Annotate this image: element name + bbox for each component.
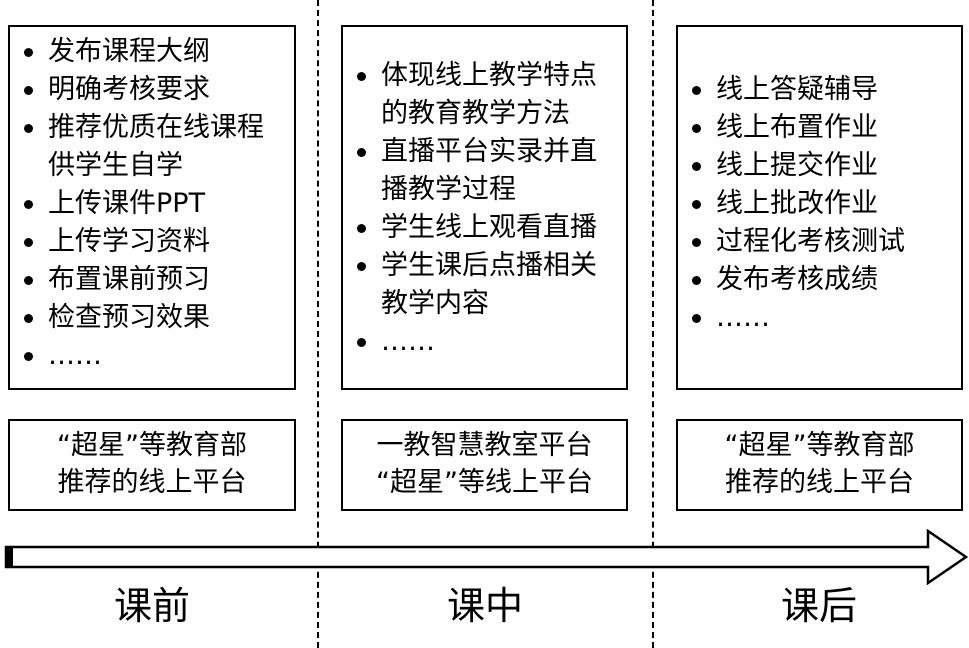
stage-label-after-class: 课后 xyxy=(780,584,857,628)
list-item: 线上答疑辅导 xyxy=(686,71,955,109)
list-item-continuation: 供学生自学 xyxy=(48,150,183,181)
list-item: 发布考核成绩 xyxy=(686,261,955,299)
bullet-icon xyxy=(357,262,366,271)
list-item: 线上布置作业 xyxy=(686,109,955,147)
list-item: 线上提交作业 xyxy=(686,147,955,185)
after-class-activity-list: 线上答疑辅导 线上布置作业 线上提交作业 线上批改作业 过程化考核测试 发布考核… xyxy=(686,71,955,337)
list-item: 体现线上教学特点 xyxy=(351,57,620,95)
before-class-activities-box: 发布课程大纲 明确考核要求 推荐优质在线课程 供学生自学 上传课件PPT 上传学… xyxy=(8,25,296,390)
stage-divider-1 xyxy=(317,0,319,648)
bullet-icon xyxy=(357,72,366,81)
before-class-activity-list: 发布课程大纲 明确考核要求 推荐优质在线课程 供学生自学 上传课件PPT 上传学… xyxy=(18,33,288,375)
list-item: 学生课后点播相关 xyxy=(351,247,620,285)
during-class-activities-box: 体现线上教学特点 的教育教学方法 直播平台实录并直 播教学过程 学生线上观看直播… xyxy=(341,25,628,390)
list-item: 学生线上观看直播 xyxy=(351,209,620,247)
bullet-icon xyxy=(357,148,366,157)
list-item: 直播平台实录并直 xyxy=(351,133,620,171)
bullet-icon xyxy=(692,238,701,247)
list-item: 线上批改作业 xyxy=(686,185,955,223)
after-class-platform-box: “超星”等教育部 推荐的线上平台 xyxy=(676,419,963,511)
platform-line: “超星”等教育部 xyxy=(724,430,915,461)
bullet-icon xyxy=(24,200,33,209)
during-class-platform-box: 一教智慧教室平台 “超星”等线上平台 xyxy=(341,419,628,511)
bullet-icon xyxy=(692,124,701,133)
bullet-icon xyxy=(24,86,33,95)
list-item: 发布课程大纲 xyxy=(18,33,288,71)
platform-line: 推荐的线上平台 xyxy=(57,467,247,498)
list-item: 明确考核要求 xyxy=(18,71,288,109)
bullet-icon xyxy=(692,276,701,285)
platform-line: 一教智慧教室平台 xyxy=(376,430,593,461)
bullet-icon xyxy=(24,124,33,133)
list-item-continuation: 的教育教学方法 xyxy=(381,98,570,129)
list-item: …… xyxy=(351,323,620,361)
platform-line: “超星”等教育部 xyxy=(57,430,247,461)
platform-line: 推荐的线上平台 xyxy=(725,467,914,498)
bullet-icon xyxy=(24,238,33,247)
bullet-icon xyxy=(692,200,701,209)
bullet-icon xyxy=(692,86,701,95)
bullet-icon xyxy=(692,162,701,171)
bullet-icon xyxy=(357,224,366,233)
stage-label-before-class: 课前 xyxy=(113,584,190,628)
list-item: …… xyxy=(18,337,288,375)
platform-line: “超星”等线上平台 xyxy=(376,467,593,498)
list-item: 过程化考核测试 xyxy=(686,223,955,261)
bullet-icon xyxy=(24,352,33,361)
list-item: 布置课前预习 xyxy=(18,261,288,299)
list-item: 上传课件PPT xyxy=(18,185,288,223)
bullet-icon xyxy=(24,48,33,57)
after-class-activities-box: 线上答疑辅导 线上布置作业 线上提交作业 线上批改作业 过程化考核测试 发布考核… xyxy=(676,25,963,390)
bullet-icon xyxy=(692,314,701,323)
timeline-arrow-icon xyxy=(4,529,968,585)
list-item: 推荐优质在线课程 xyxy=(18,109,288,147)
list-item-continuation: 播教学过程 xyxy=(381,174,516,205)
list-item: 检查预习效果 xyxy=(18,299,288,337)
list-item-continuation: 教学内容 xyxy=(381,288,489,319)
stage-label-during-class: 课中 xyxy=(446,584,523,628)
bullet-icon xyxy=(357,338,366,347)
list-item: 上传学习资料 xyxy=(18,223,288,261)
bullet-icon xyxy=(24,314,33,323)
during-class-activity-list: 体现线上教学特点 的教育教学方法 直播平台实录并直 播教学过程 学生线上观看直播… xyxy=(351,57,620,361)
bullet-icon xyxy=(24,276,33,285)
stage-divider-2 xyxy=(652,0,654,648)
list-item: …… xyxy=(686,299,955,337)
before-class-platform-box: “超星”等教育部 推荐的线上平台 xyxy=(8,419,296,511)
